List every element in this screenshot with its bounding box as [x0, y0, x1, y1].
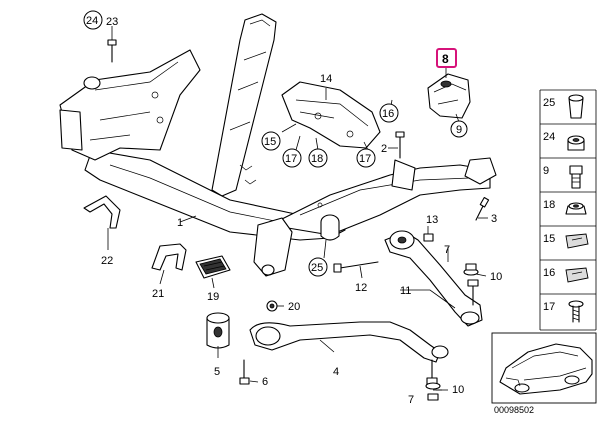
legend-num-24: 24	[543, 131, 555, 143]
label-14: 14	[320, 73, 332, 85]
label-5: 5	[214, 366, 220, 378]
label-18: 18	[311, 153, 323, 165]
label-20: 20	[288, 301, 300, 313]
label-6: 6	[262, 376, 268, 388]
label-25: 25	[311, 262, 323, 274]
bolt-2[interactable]	[395, 131, 405, 159]
callout-labels: 1 2 3 4 5 6 7 7 10 10 11 12 13 14 19 20 …	[101, 16, 502, 406]
legend-speed-nut-15	[565, 233, 589, 249]
rubber-bushing[interactable]	[206, 312, 230, 349]
label-9: 9	[456, 124, 462, 136]
label-17b: 17	[359, 153, 371, 165]
legend-num-17: 17	[543, 301, 555, 313]
highlight-box-8	[436, 48, 457, 68]
label-3: 3	[491, 213, 497, 225]
bracket-21[interactable]	[151, 243, 187, 271]
label-12: 12	[355, 282, 367, 294]
legend-num-15: 15	[543, 233, 555, 245]
control-arm-4[interactable]	[249, 321, 449, 386]
bolt-3[interactable]	[475, 196, 490, 221]
nut-20[interactable]	[266, 300, 278, 312]
legend-bushing-sleeve	[568, 94, 584, 119]
label-16: 16	[382, 108, 394, 120]
heat-shield[interactable]	[281, 81, 381, 149]
nut-13[interactable]	[423, 233, 434, 242]
legend-flange-nut	[565, 202, 587, 215]
circled-callouts: 24 15 16 17 18 17 25 9 8	[83, 10, 468, 277]
legend-screw-washer	[568, 300, 584, 323]
bracket-22[interactable]	[83, 195, 121, 229]
legend-speed-nut-16	[565, 267, 589, 283]
legend-num-9: 9	[543, 165, 549, 177]
label-17a: 17	[285, 153, 297, 165]
legend-hex-bolt	[569, 165, 583, 189]
label-10a: 10	[490, 271, 502, 283]
bolt-23[interactable]	[107, 39, 117, 63]
legend-hex-nut	[567, 135, 585, 151]
rubber-mount-19[interactable]	[195, 255, 231, 279]
legend-num-25: 25	[543, 97, 555, 109]
label-23: 23	[106, 16, 118, 28]
label-19: 19	[207, 291, 219, 303]
front-axle-carrier[interactable]	[59, 13, 497, 277]
washer-10b[interactable]	[425, 382, 441, 401]
diagram-code: 00098502	[494, 405, 534, 415]
vehicle-thumbnail	[491, 332, 597, 404]
bolt-12[interactable]	[333, 261, 379, 273]
bolt-6[interactable]	[239, 359, 250, 385]
label-22: 22	[101, 255, 113, 267]
label-1: 1	[177, 217, 183, 229]
legend-num-16: 16	[543, 267, 555, 279]
label-10b: 10	[452, 384, 464, 396]
leader-lines	[107, 26, 488, 391]
side-legend: 25 24 9 18 15 16 17	[539, 89, 597, 331]
label-15: 15	[264, 136, 276, 148]
label-8: 8	[442, 52, 449, 66]
control-arm-11[interactable]	[384, 230, 483, 327]
label-13: 13	[426, 214, 438, 226]
label-4: 4	[333, 366, 339, 378]
washer-10a[interactable]	[463, 263, 479, 276]
legend-num-18: 18	[543, 199, 555, 211]
label-7b: 7	[408, 394, 414, 406]
engine-mount-bracket[interactable]	[427, 73, 471, 119]
label-2: 2	[381, 143, 387, 155]
label-24: 24	[86, 15, 98, 27]
label-21: 21	[152, 288, 164, 300]
label-7a: 7	[444, 244, 450, 256]
label-11: 11	[400, 285, 411, 297]
